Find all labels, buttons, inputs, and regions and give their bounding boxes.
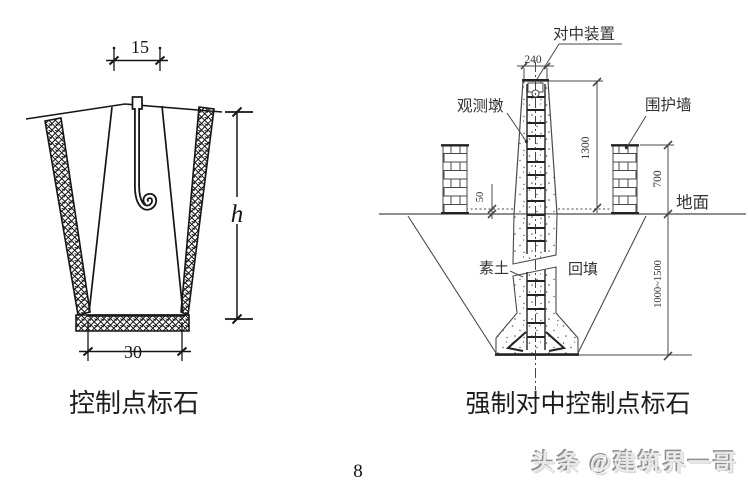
dim-30-label: 30 [124, 342, 142, 362]
hook-bolt [131, 96, 158, 211]
excavation-pit-lines [407, 215, 692, 356]
watermark-text: 头条 @建筑界一哥 [531, 450, 738, 475]
left-figure-caption: 控制点标石 [69, 389, 199, 418]
forced-centering-stone-figure: 240 对中装置 1300 观测墩 围护墙 700 1000~1500 地面 [379, 25, 746, 418]
dim-depth-label: 1000~1500 [653, 260, 664, 308]
observation-pier-leader [506, 112, 527, 142]
earth-hatching [44, 106, 215, 332]
dimension-bottom-width [79, 322, 191, 361]
dim-h-label: h [231, 201, 244, 228]
dimension-50 [487, 184, 497, 219]
observation-pier-label: 观测墩 [457, 97, 504, 115]
page-number: 8 [353, 461, 363, 482]
plain-soil-label: 素土 [479, 260, 509, 277]
enclosure-wall-leader [626, 115, 647, 148]
centering-device-label: 对中装置 [553, 25, 615, 43]
enclosure-wall-right [611, 144, 639, 214]
stone-outline [87, 105, 185, 317]
enclosure-wall-left [441, 144, 469, 214]
ground-label: 地面 [676, 193, 709, 212]
enclosure-wall-leader-dot [624, 145, 629, 150]
observation-pier [495, 79, 579, 356]
control-point-stone-figure: 15 30 h 控制点标石 [25, 37, 253, 418]
centering-device-leader [536, 43, 622, 80]
enclosure-wall-label: 围护墙 [645, 96, 692, 114]
right-figure-caption: 强制对中控制点标石 [465, 390, 690, 418]
dim-1300-label: 1300 [580, 136, 592, 159]
dim-50-label: 50 [475, 192, 486, 203]
dimension-240 [517, 62, 554, 79]
dimension-top-width [106, 46, 168, 71]
observation-pier-leader-dot [524, 139, 529, 144]
dimension-height-h [225, 106, 253, 325]
backfill-label: 回填 [568, 261, 598, 278]
dim-15-label: 15 [131, 37, 149, 57]
dimension-700-depth [640, 140, 674, 361]
dimension-1300 [549, 77, 603, 213]
pier-rebar [505, 84, 567, 352]
dim-700-label: 700 [652, 170, 664, 188]
dim-240-label: 240 [524, 54, 542, 66]
ground-surface-line [25, 103, 223, 120]
plain-soil-leader [509, 270, 524, 278]
